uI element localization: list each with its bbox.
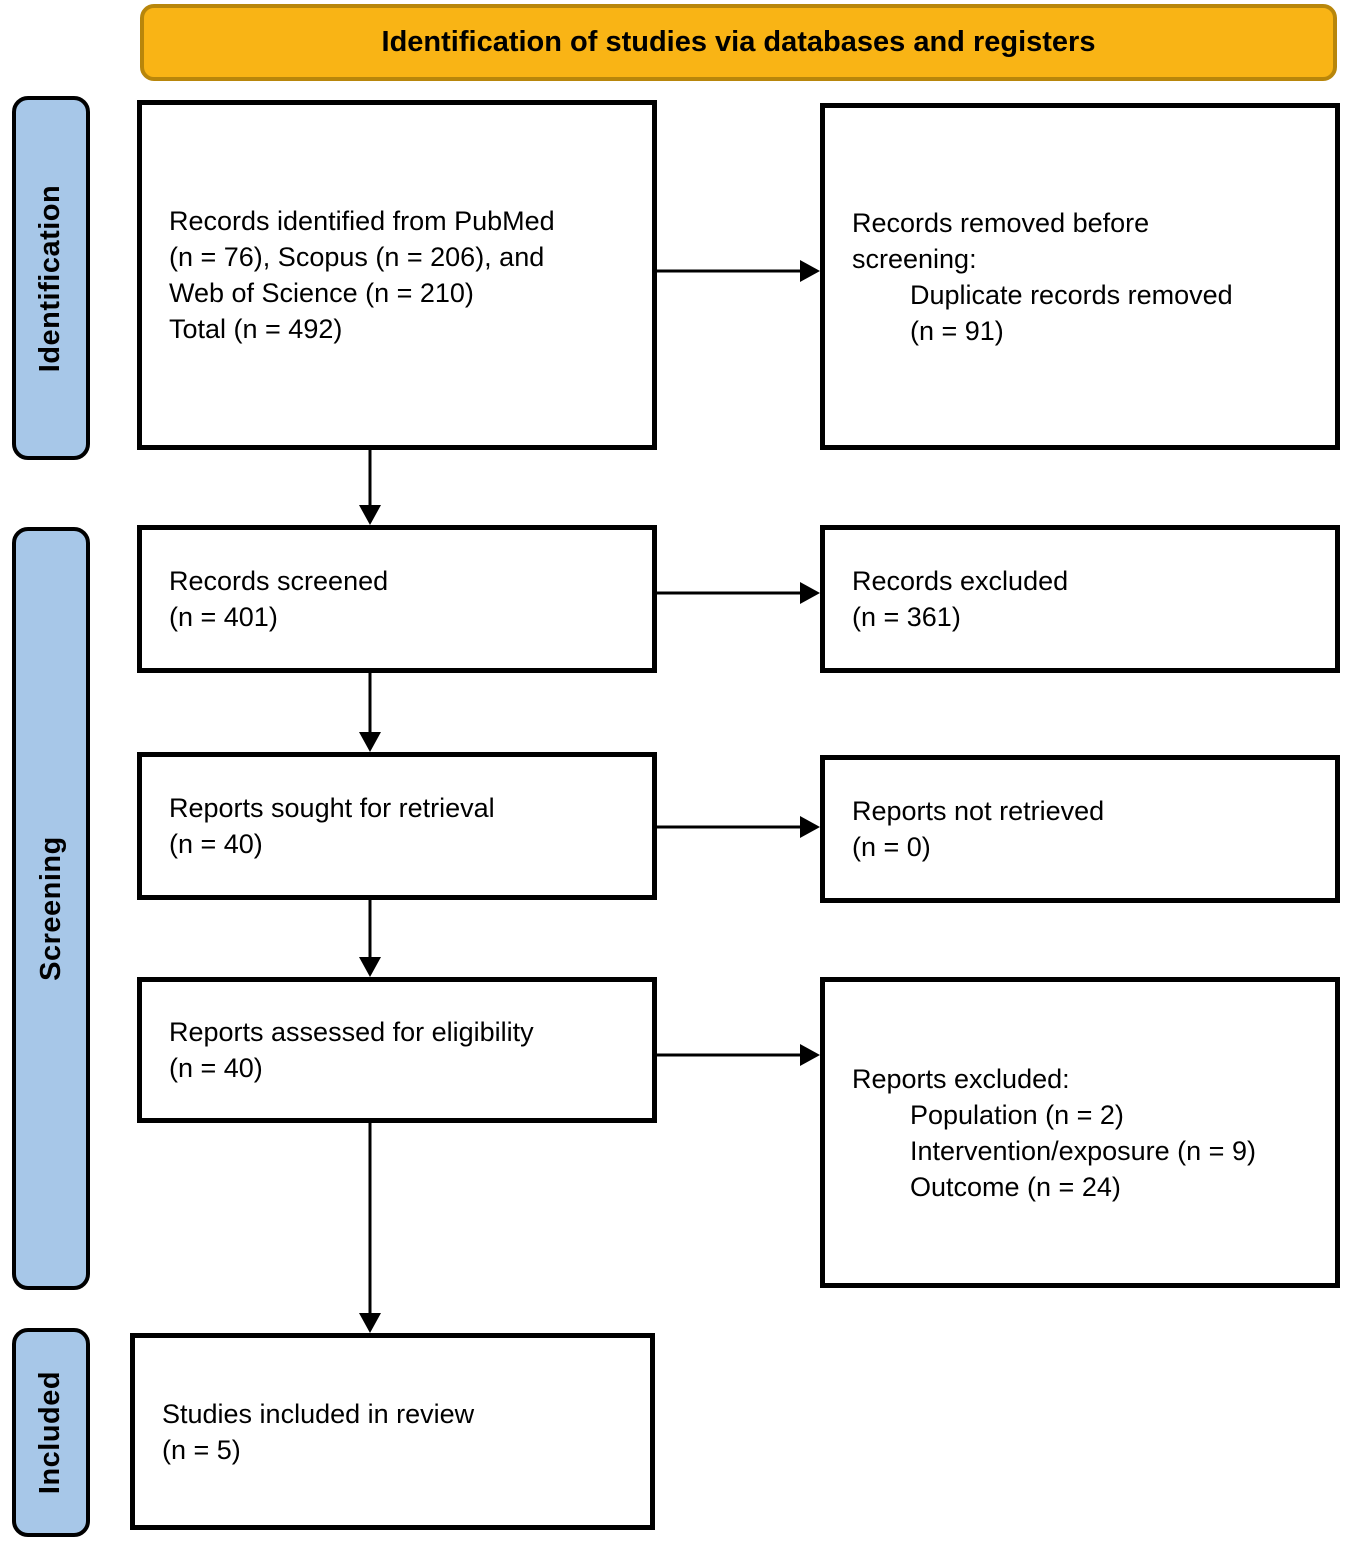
- arrow-sought-to-not-retrieved: [657, 815, 820, 839]
- arrow-down-icon: [359, 505, 381, 525]
- stage-included-label: Included: [34, 1370, 67, 1495]
- arrow-right-icon: [800, 816, 820, 838]
- box-text-line: Studies included in review: [162, 1398, 475, 1429]
- arrow-identified-to-screened: [358, 450, 382, 525]
- box-studies-included: Studies included in review (n = 5): [130, 1333, 655, 1530]
- box-reports-not-retrieved: Reports not retrieved (n = 0): [820, 755, 1340, 903]
- box-records-excluded: Records excluded (n = 361): [820, 525, 1340, 673]
- arrow-down-icon: [359, 1313, 381, 1333]
- box-text-line: Population (n = 2): [910, 1099, 1124, 1130]
- box-text-line: Intervention/exposure (n = 9): [910, 1135, 1256, 1166]
- arrow-line: [657, 269, 803, 273]
- box-text-line: (n = 5): [162, 1434, 241, 1465]
- stage-screening-label: Screening: [34, 836, 67, 981]
- box-records-screened: Records screened (n = 401): [137, 525, 657, 673]
- box-text-line: Reports not retrieved: [852, 796, 1105, 826]
- arrow-screened-to-sought: [358, 673, 382, 752]
- box-reports-excluded: Reports excluded: Population (n = 2) Int…: [820, 977, 1340, 1288]
- box-text-line: Total (n = 492): [169, 314, 343, 344]
- box-text-line: Outcome (n = 24): [910, 1171, 1121, 1202]
- header-title: Identification of studies via databases …: [381, 26, 1096, 58]
- header-banner: Identification of studies via databases …: [140, 4, 1337, 81]
- box-text-line: Reports sought for retrieval: [169, 793, 495, 823]
- box-text-line: (n = 401): [169, 602, 278, 632]
- box-text-line: (n = 361): [852, 602, 961, 632]
- box-text-line: (n = 40): [169, 829, 263, 859]
- arrow-down-icon: [359, 732, 381, 752]
- arrow-screened-to-excluded: [657, 581, 820, 605]
- stage-included: Included: [12, 1328, 90, 1537]
- box-text-line: Records excluded: [852, 566, 1069, 596]
- box-text-line: (n = 0): [852, 832, 931, 862]
- box-text-line: Records identified from PubMed: [169, 206, 555, 236]
- box-text-line: Records removed before: [852, 207, 1150, 238]
- arrow-assessed-to-reports-excluded: [657, 1043, 820, 1067]
- arrow-line: [368, 1123, 372, 1316]
- box-text-line: Records screened: [169, 566, 389, 596]
- arrow-sought-to-assessed: [358, 900, 382, 977]
- arrow-line: [368, 450, 372, 508]
- arrow-right-icon: [800, 1044, 820, 1066]
- box-reports-assessed: Reports assessed for eligibility (n = 40…: [137, 977, 657, 1123]
- arrow-line: [657, 591, 803, 595]
- arrow-line: [657, 1053, 803, 1057]
- arrow-line: [368, 900, 372, 960]
- box-text-line: Duplicate records removed: [910, 279, 1233, 310]
- stage-screening: Screening: [12, 527, 90, 1290]
- box-records-identified: Records identified from PubMed (n = 76),…: [137, 100, 657, 450]
- box-text-line: Reports excluded:: [852, 1063, 1070, 1094]
- arrow-right-icon: [800, 582, 820, 604]
- arrow-line: [368, 673, 372, 735]
- box-text-line: (n = 40): [169, 1053, 263, 1083]
- arrow-identified-to-removed: [657, 259, 820, 283]
- box-records-removed: Records removed before screening: Duplic…: [820, 103, 1340, 450]
- box-text-line: (n = 76), Scopus (n = 206), and: [169, 242, 545, 272]
- arrow-assessed-to-included: [358, 1123, 382, 1333]
- arrow-right-icon: [800, 260, 820, 282]
- box-text-line: Web of Science (n = 210): [169, 278, 474, 308]
- box-text-line: Reports assessed for eligibility: [169, 1017, 534, 1047]
- stage-identification-label: Identification: [34, 184, 67, 372]
- box-text-line: screening:: [852, 243, 977, 274]
- arrow-down-icon: [359, 957, 381, 977]
- stage-identification: Identification: [12, 96, 90, 460]
- box-text-line: (n = 91): [910, 315, 1004, 346]
- arrow-line: [657, 825, 803, 829]
- box-reports-sought: Reports sought for retrieval (n = 40): [137, 752, 657, 900]
